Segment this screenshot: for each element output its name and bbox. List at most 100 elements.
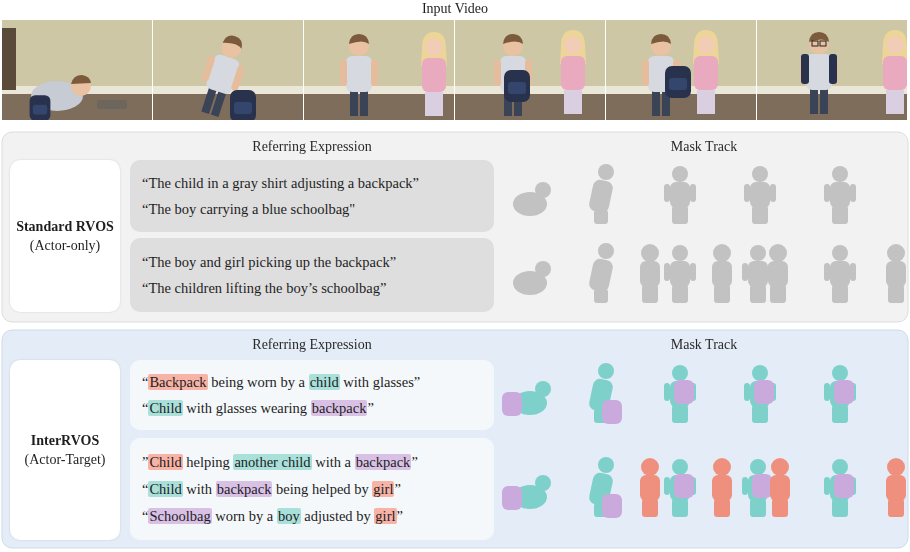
actor-mask (664, 459, 696, 517)
text-segment: girl (374, 508, 396, 524)
second-actor-mask (640, 458, 660, 517)
actor-mask (768, 244, 788, 303)
video-frame (153, 20, 303, 120)
actor-mask (742, 459, 774, 517)
expression-box: ”Child helping another child with a back… (130, 438, 494, 540)
actor-mask (744, 166, 776, 224)
video-frame (757, 20, 907, 120)
text-segment: child (309, 374, 340, 390)
text-segment: with glasses” (340, 374, 421, 390)
video-frame (504, 70, 530, 102)
video-frame (340, 34, 378, 116)
actor-mask (886, 244, 906, 303)
actor-mask (824, 365, 856, 423)
second-actor-mask (886, 458, 906, 517)
target-mask (502, 380, 854, 518)
actor-mask (513, 363, 856, 517)
video-frame (665, 66, 691, 98)
panel-heading: Referring Expression (130, 138, 494, 156)
method-panel: Referring ExpressionMask TrackStandard R… (2, 132, 908, 322)
expression-text: “Backpack being worn by a child with gla… (142, 373, 482, 391)
target-mask (752, 474, 772, 498)
expression-text: “The children lifting the boy’s schoolba… (142, 279, 482, 297)
method-name: (Actor-only) (30, 236, 100, 255)
video-frame (230, 90, 256, 120)
method-label-box: Standard RVOS(Actor-only) (10, 160, 120, 312)
video-frame (304, 20, 454, 120)
target-mask (674, 380, 694, 404)
target-mask (502, 392, 522, 416)
actor-mask (712, 244, 732, 303)
text-segment: with (183, 481, 216, 497)
video-frame (606, 20, 756, 120)
video-frame (455, 20, 605, 120)
text-segment: backpack (355, 454, 412, 470)
video-frame (757, 20, 907, 120)
second-actor-mask (770, 458, 790, 517)
panel-heading: Referring Expression (130, 336, 494, 354)
video-frame (153, 20, 303, 120)
video-frame (421, 32, 447, 116)
target-mask (602, 494, 622, 518)
text-segment: ” (411, 454, 417, 470)
video-frame (800, 32, 838, 114)
video-frame (71, 75, 91, 84)
target-mask (502, 486, 522, 510)
panel-background (2, 132, 908, 322)
expression-text: ”Child helping another child with a back… (142, 453, 482, 471)
panel-header-row: Referring Expression Mask Track (2, 336, 908, 354)
video-frame (494, 34, 532, 116)
video-frame (820, 41, 826, 46)
text-segment: helping (183, 454, 234, 470)
method-name: (Actor-Target) (25, 450, 106, 469)
panel-heading: Mask Track (502, 336, 906, 354)
actor-mask (513, 164, 906, 303)
text-segment: ” (367, 400, 373, 416)
text-segment: being helped by (272, 481, 372, 497)
second-actor-mask (640, 458, 906, 517)
video-frame (801, 54, 809, 84)
expression-text: “Child with glasses wearing backpack” (142, 399, 482, 417)
text-segment: Schoolbag (148, 508, 211, 524)
video-frames (2, 20, 908, 122)
text-segment: Child (148, 454, 182, 470)
video-frame (882, 30, 907, 114)
text-segment: adjusted by (301, 508, 375, 524)
video-frame (2, 28, 16, 90)
method-name: InterRVOS (31, 431, 99, 450)
mask-tracks (502, 164, 906, 518)
expression-text: “Child with backpack being helped by gir… (142, 480, 482, 498)
text-segment: Backpack (148, 374, 207, 390)
text-segment: ” (394, 481, 400, 497)
actor-mask (513, 261, 551, 295)
actor-mask (664, 365, 696, 423)
title-area: Input Video (0, 0, 910, 20)
video-frame (153, 94, 303, 120)
second-actor-mask (712, 458, 732, 517)
text-segment: ” (397, 508, 403, 524)
actor-mask (588, 164, 614, 224)
text-segment: girl (372, 481, 394, 497)
expression-text: “The boy and girl picking up the backpac… (142, 253, 482, 271)
target-mask (602, 400, 622, 424)
actor-mask (824, 245, 856, 303)
target-mask (754, 380, 774, 404)
actor-mask (824, 166, 856, 224)
expression-box: “The boy and girl picking up the backpac… (130, 238, 494, 312)
video-frame (560, 30, 586, 114)
target-mask (834, 380, 854, 404)
text-segment: being worn by a (208, 374, 309, 390)
text-segment: with glasses wearing (183, 400, 311, 416)
text-segment: backpack (216, 481, 273, 497)
actor-mask (640, 244, 660, 303)
expression-box: “Backpack being worn by a child with gla… (130, 360, 494, 430)
video-frame (2, 20, 152, 120)
text-segment: another child (233, 454, 311, 470)
target-mask (834, 474, 854, 498)
video-frame (304, 20, 454, 120)
actor-mask (513, 182, 551, 216)
video-frame (455, 20, 605, 120)
target-mask (674, 474, 694, 498)
video-frame (757, 94, 907, 120)
